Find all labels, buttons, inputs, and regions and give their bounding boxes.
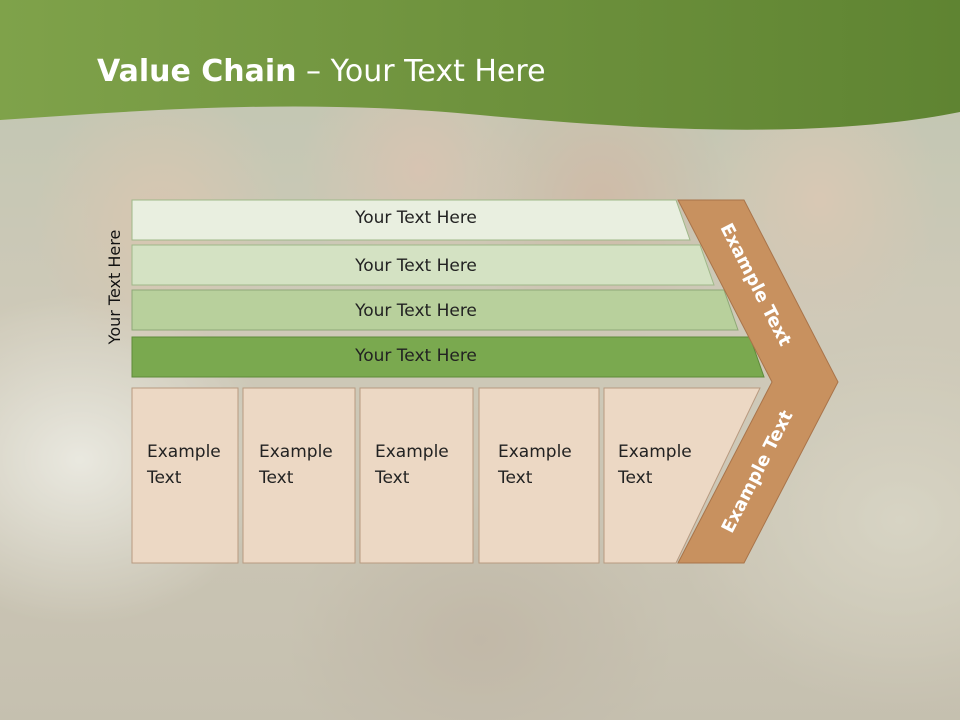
box-4-line2: Text <box>498 468 533 488</box>
bar-4-label: Your Text Here <box>355 346 477 366</box>
box-2[interactable] <box>242 387 356 564</box>
box-4-line1: Example <box>498 442 572 462</box>
box-5-line2: Text <box>618 468 653 488</box>
bar-1-label: Your Text Here <box>355 208 477 228</box>
header-banner <box>0 0 960 130</box>
title-rest: – Your Text Here <box>296 54 546 89</box>
slide-title: Value Chain – Your Text Here <box>97 54 546 89</box>
bar-1[interactable] <box>131 199 691 241</box>
box-3-line2: Text <box>375 468 410 488</box>
bar-3-label: Your Text Here <box>355 301 477 321</box>
box-1-line1: Example <box>147 442 221 462</box>
box-2-line2: Text <box>259 468 294 488</box>
box-3-line1: Example <box>375 442 449 462</box>
chevron-arrow[interactable] <box>677 199 839 564</box>
box-1-line2: Text <box>147 468 182 488</box>
bar-4[interactable] <box>131 336 765 378</box>
box-1[interactable] <box>131 387 239 564</box>
box-5[interactable] <box>603 387 761 564</box>
bar-3[interactable] <box>131 289 739 331</box>
bar-2[interactable] <box>131 244 715 286</box>
box-2-line1: Example <box>259 442 333 462</box>
bar-2-label: Your Text Here <box>355 256 477 276</box>
diagram-reflection <box>0 565 960 720</box>
box-3[interactable] <box>359 387 474 564</box>
title-bold: Value Chain <box>97 54 297 89</box>
box-5-line1: Example <box>618 442 692 462</box>
box-4[interactable] <box>478 387 600 564</box>
